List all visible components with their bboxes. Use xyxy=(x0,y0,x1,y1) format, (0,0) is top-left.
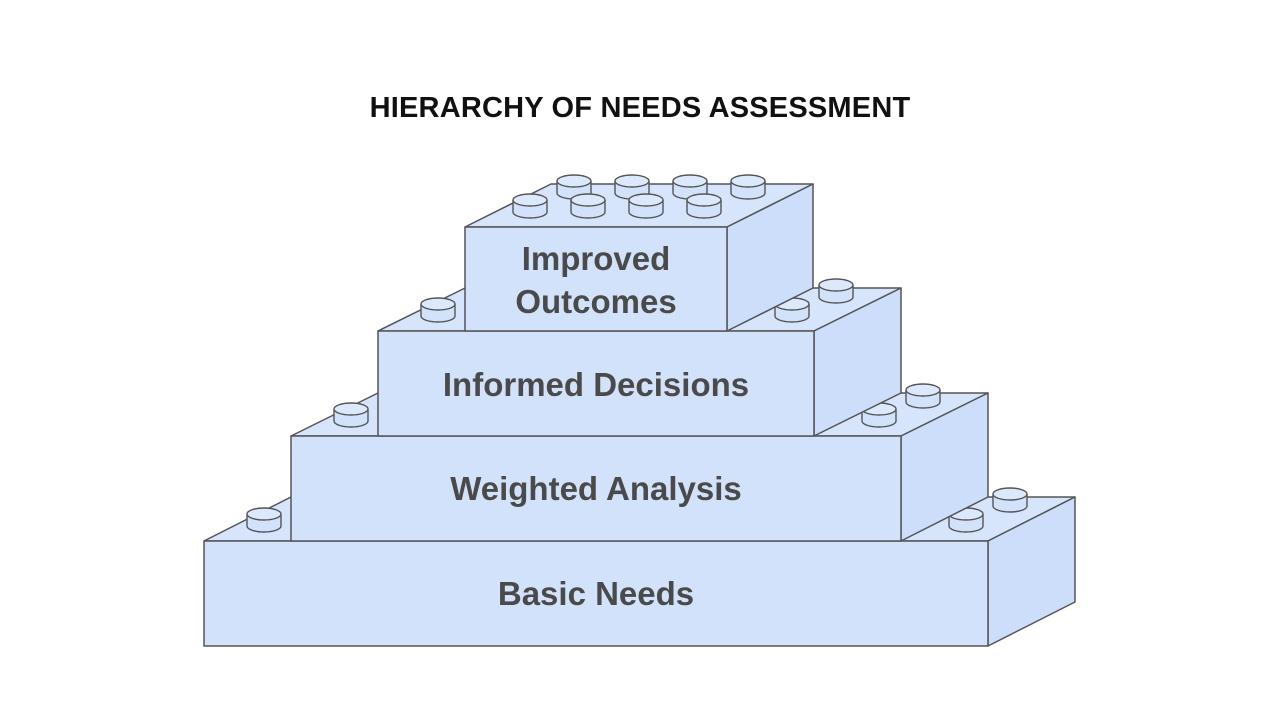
level-label-weighted-analysis: Weighted Analysis xyxy=(450,470,742,507)
stud xyxy=(420,297,456,323)
diagram-title: HIERARCHY OF NEEDS ASSESSMENT xyxy=(369,92,911,124)
stud xyxy=(818,278,854,304)
stud xyxy=(686,193,722,219)
level-label-basic-needs: Basic Needs xyxy=(498,575,694,612)
stud xyxy=(672,174,708,200)
level-label-improved: Improved xyxy=(522,240,671,277)
level-label-outcomes: Outcomes xyxy=(515,283,676,320)
stud xyxy=(570,193,606,219)
stud xyxy=(992,487,1028,513)
brick-informed-decisions-front xyxy=(377,330,815,437)
stud xyxy=(512,193,548,219)
stud xyxy=(905,383,941,409)
stud xyxy=(246,507,282,533)
brick-basic-needs-front xyxy=(203,540,989,647)
studs-informed-decisions xyxy=(420,278,854,323)
brick-improved-outcomes-front xyxy=(464,226,728,332)
studs-weighted-analysis xyxy=(333,383,941,428)
stud xyxy=(333,402,369,428)
level-label-informed-decisions: Informed Decisions xyxy=(443,366,749,403)
stud xyxy=(628,193,664,219)
stud xyxy=(730,174,766,200)
studs-improved-outcomes xyxy=(512,174,766,219)
